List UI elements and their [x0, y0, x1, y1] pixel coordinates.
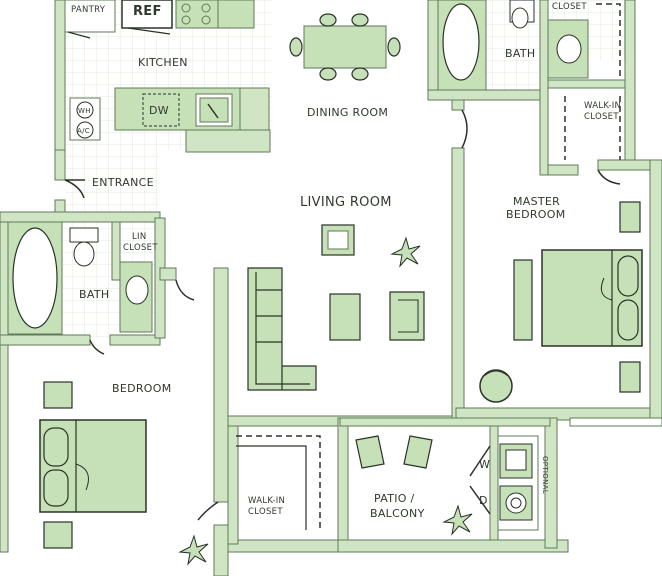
wh-label: WH: [78, 107, 91, 115]
optional-label: OPTIONAL: [541, 456, 549, 494]
walk-in-top-label-1: WALK-IN: [584, 101, 621, 111]
dining-table: DINING ROOM: [289, 13, 401, 119]
pantry-label: PANTRY: [71, 5, 106, 15]
washer-label: W: [479, 458, 490, 471]
master-bedroom-label-2: BEDROOM: [506, 208, 566, 221]
master-bedroom-label-1: MASTER: [513, 195, 560, 208]
patio-label-1: PATIO /: [374, 492, 415, 505]
master-bedroom: MASTER BEDROOM: [479, 195, 662, 427]
dw-label: DW: [149, 104, 169, 117]
bath-left-label: BATH: [79, 288, 109, 301]
walk-in-top-label-2: CLOSET: [584, 112, 619, 122]
patio-label-2: BALCONY: [370, 507, 425, 520]
closet-top-label: CLOSET: [552, 2, 587, 12]
living-room-label: LIVING ROOM: [300, 195, 392, 210]
living-room: LIVING ROOM: [247, 195, 425, 391]
kitchen: PANTRY REF KITCHEN DW WH A/C: [64, 0, 255, 141]
bath-top-label: BATH: [505, 47, 535, 60]
bedroom: BEDROOM: [39, 381, 172, 549]
kitchen-label: KITCHEN: [138, 56, 188, 69]
ref-label: REF: [133, 4, 162, 19]
master-bath: BATH CLOSET WALK-IN CLOSET: [437, 0, 621, 185]
entrance: ENTRANCE: [64, 176, 154, 199]
bedroom-label: BEDROOM: [112, 382, 172, 395]
walk-in-closet-bottom: WALK-IN CLOSET: [178, 435, 321, 566]
lin-closet-label-1: LIN: [132, 232, 147, 242]
ac-label: A/C: [77, 127, 90, 135]
left-bath: BATH LIN CLOSET: [7, 221, 195, 355]
dryer-label: D: [479, 494, 488, 507]
walk-in-bottom-label-1: WALK-IN: [248, 496, 285, 506]
lin-closet-label-2: CLOSET: [123, 243, 158, 253]
entrance-label: ENTRANCE: [92, 176, 154, 189]
walk-in-bottom-label-2: CLOSET: [248, 507, 283, 517]
dining-room-label: DINING ROOM: [307, 106, 388, 119]
patio: PATIO / BALCONY W D OPTIONAL: [355, 435, 549, 536]
